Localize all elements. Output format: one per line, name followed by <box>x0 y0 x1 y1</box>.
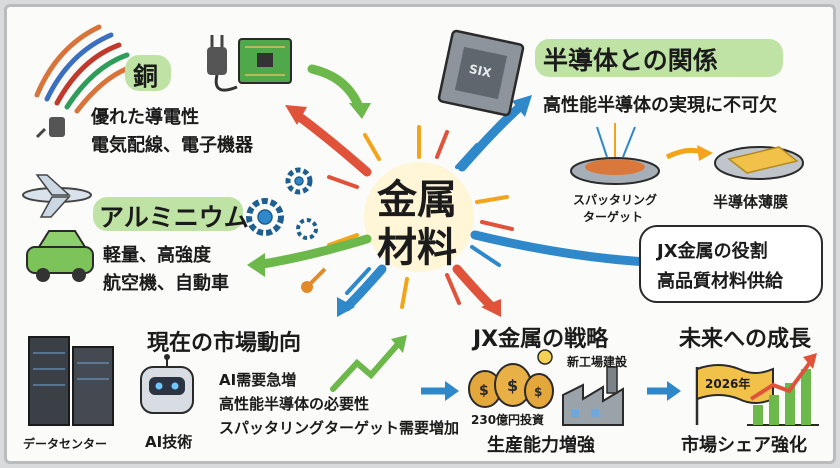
illustrations: $ $ $ <box>22 24 819 426</box>
sputtering-target-icon <box>570 123 660 185</box>
target-label-line2: ターゲット <box>583 210 644 224</box>
aluminum-title-bg <box>93 197 243 231</box>
center-title-line1: 金属 <box>377 177 457 223</box>
whiteboard: $ $ $ 金属 材料 銅 優れた導電性 電気配線、電子機器 アルミニウム 軽量… <box>4 4 836 464</box>
jx-role-title: JX金属の役割 <box>657 241 768 262</box>
aluminum-title: アルミニウム <box>99 203 249 232</box>
small-plug-icon <box>35 117 65 139</box>
circuit-board-icon <box>238 38 292 84</box>
jx-role-box <box>639 225 823 303</box>
trends-line3: スパッタリングターゲット需要増加 <box>219 419 460 437</box>
chip-icon <box>437 29 525 117</box>
trends-title: 現在の市場動向 <box>147 331 302 356</box>
invest-label: 230億円投資 <box>471 413 545 427</box>
copper-title: 銅 <box>133 62 159 91</box>
svg-text:$: $ <box>479 383 489 399</box>
thin-film-wafer-icon <box>714 146 804 180</box>
tool-icon <box>301 267 327 293</box>
share-label: 市場シェア強化 <box>681 435 807 456</box>
ai-label: AI技術 <box>145 433 193 451</box>
strategy-title: JX金属の戦略 <box>473 327 609 352</box>
semi-subtitle: 高性能半導体の実現に不可欠 <box>543 95 777 116</box>
svg-text:$: $ <box>507 376 518 395</box>
flag-label: 2026年 <box>705 377 751 391</box>
arrows <box>252 64 652 312</box>
ai-robot-icon <box>140 354 194 414</box>
growth-bar-chart-icon <box>747 353 819 426</box>
aluminum-line1: 軽量、高強度 <box>103 245 211 266</box>
copper-line2: 電気配線、電子機器 <box>91 135 253 156</box>
film-label: 半導体薄膜 <box>713 193 789 211</box>
semi-title-bg <box>535 39 783 77</box>
lightbulb-icon <box>537 349 553 365</box>
data-center-icon <box>28 336 114 426</box>
future-title: 未来への成長 <box>679 327 812 352</box>
jx-role-line1: 高品質材料供給 <box>657 271 783 292</box>
semi-title: 半導体との関係 <box>543 46 718 75</box>
trends-line1: AI需要急増 <box>219 371 297 389</box>
trend-up-arrow <box>330 340 402 392</box>
car-icon <box>26 230 94 282</box>
trends-line2: 高性能半導体の必要性 <box>219 395 370 413</box>
copper-wire-icon <box>34 24 134 114</box>
plug-icon <box>207 35 238 92</box>
copper-title-bg <box>125 55 171 91</box>
svg-text:$: $ <box>534 385 542 399</box>
plant-label: 新工場建設 <box>567 355 628 369</box>
capacity-label: 生産能力増強 <box>487 435 595 456</box>
center-title-line2: 材料 <box>377 225 457 271</box>
airplane-icon <box>22 174 92 218</box>
copper-line1: 優れた導電性 <box>91 107 199 128</box>
data-center-label: データセンター <box>23 437 108 451</box>
money-bag-icons: $ $ $ <box>468 363 554 409</box>
aluminum-line2: 航空機、自動車 <box>103 273 229 294</box>
target-to-film-arrow <box>665 147 703 160</box>
gear-icons <box>246 167 318 240</box>
factory-icon <box>562 366 624 426</box>
target-label-line1: スパッタリング <box>573 193 658 207</box>
center-glow <box>364 162 474 272</box>
